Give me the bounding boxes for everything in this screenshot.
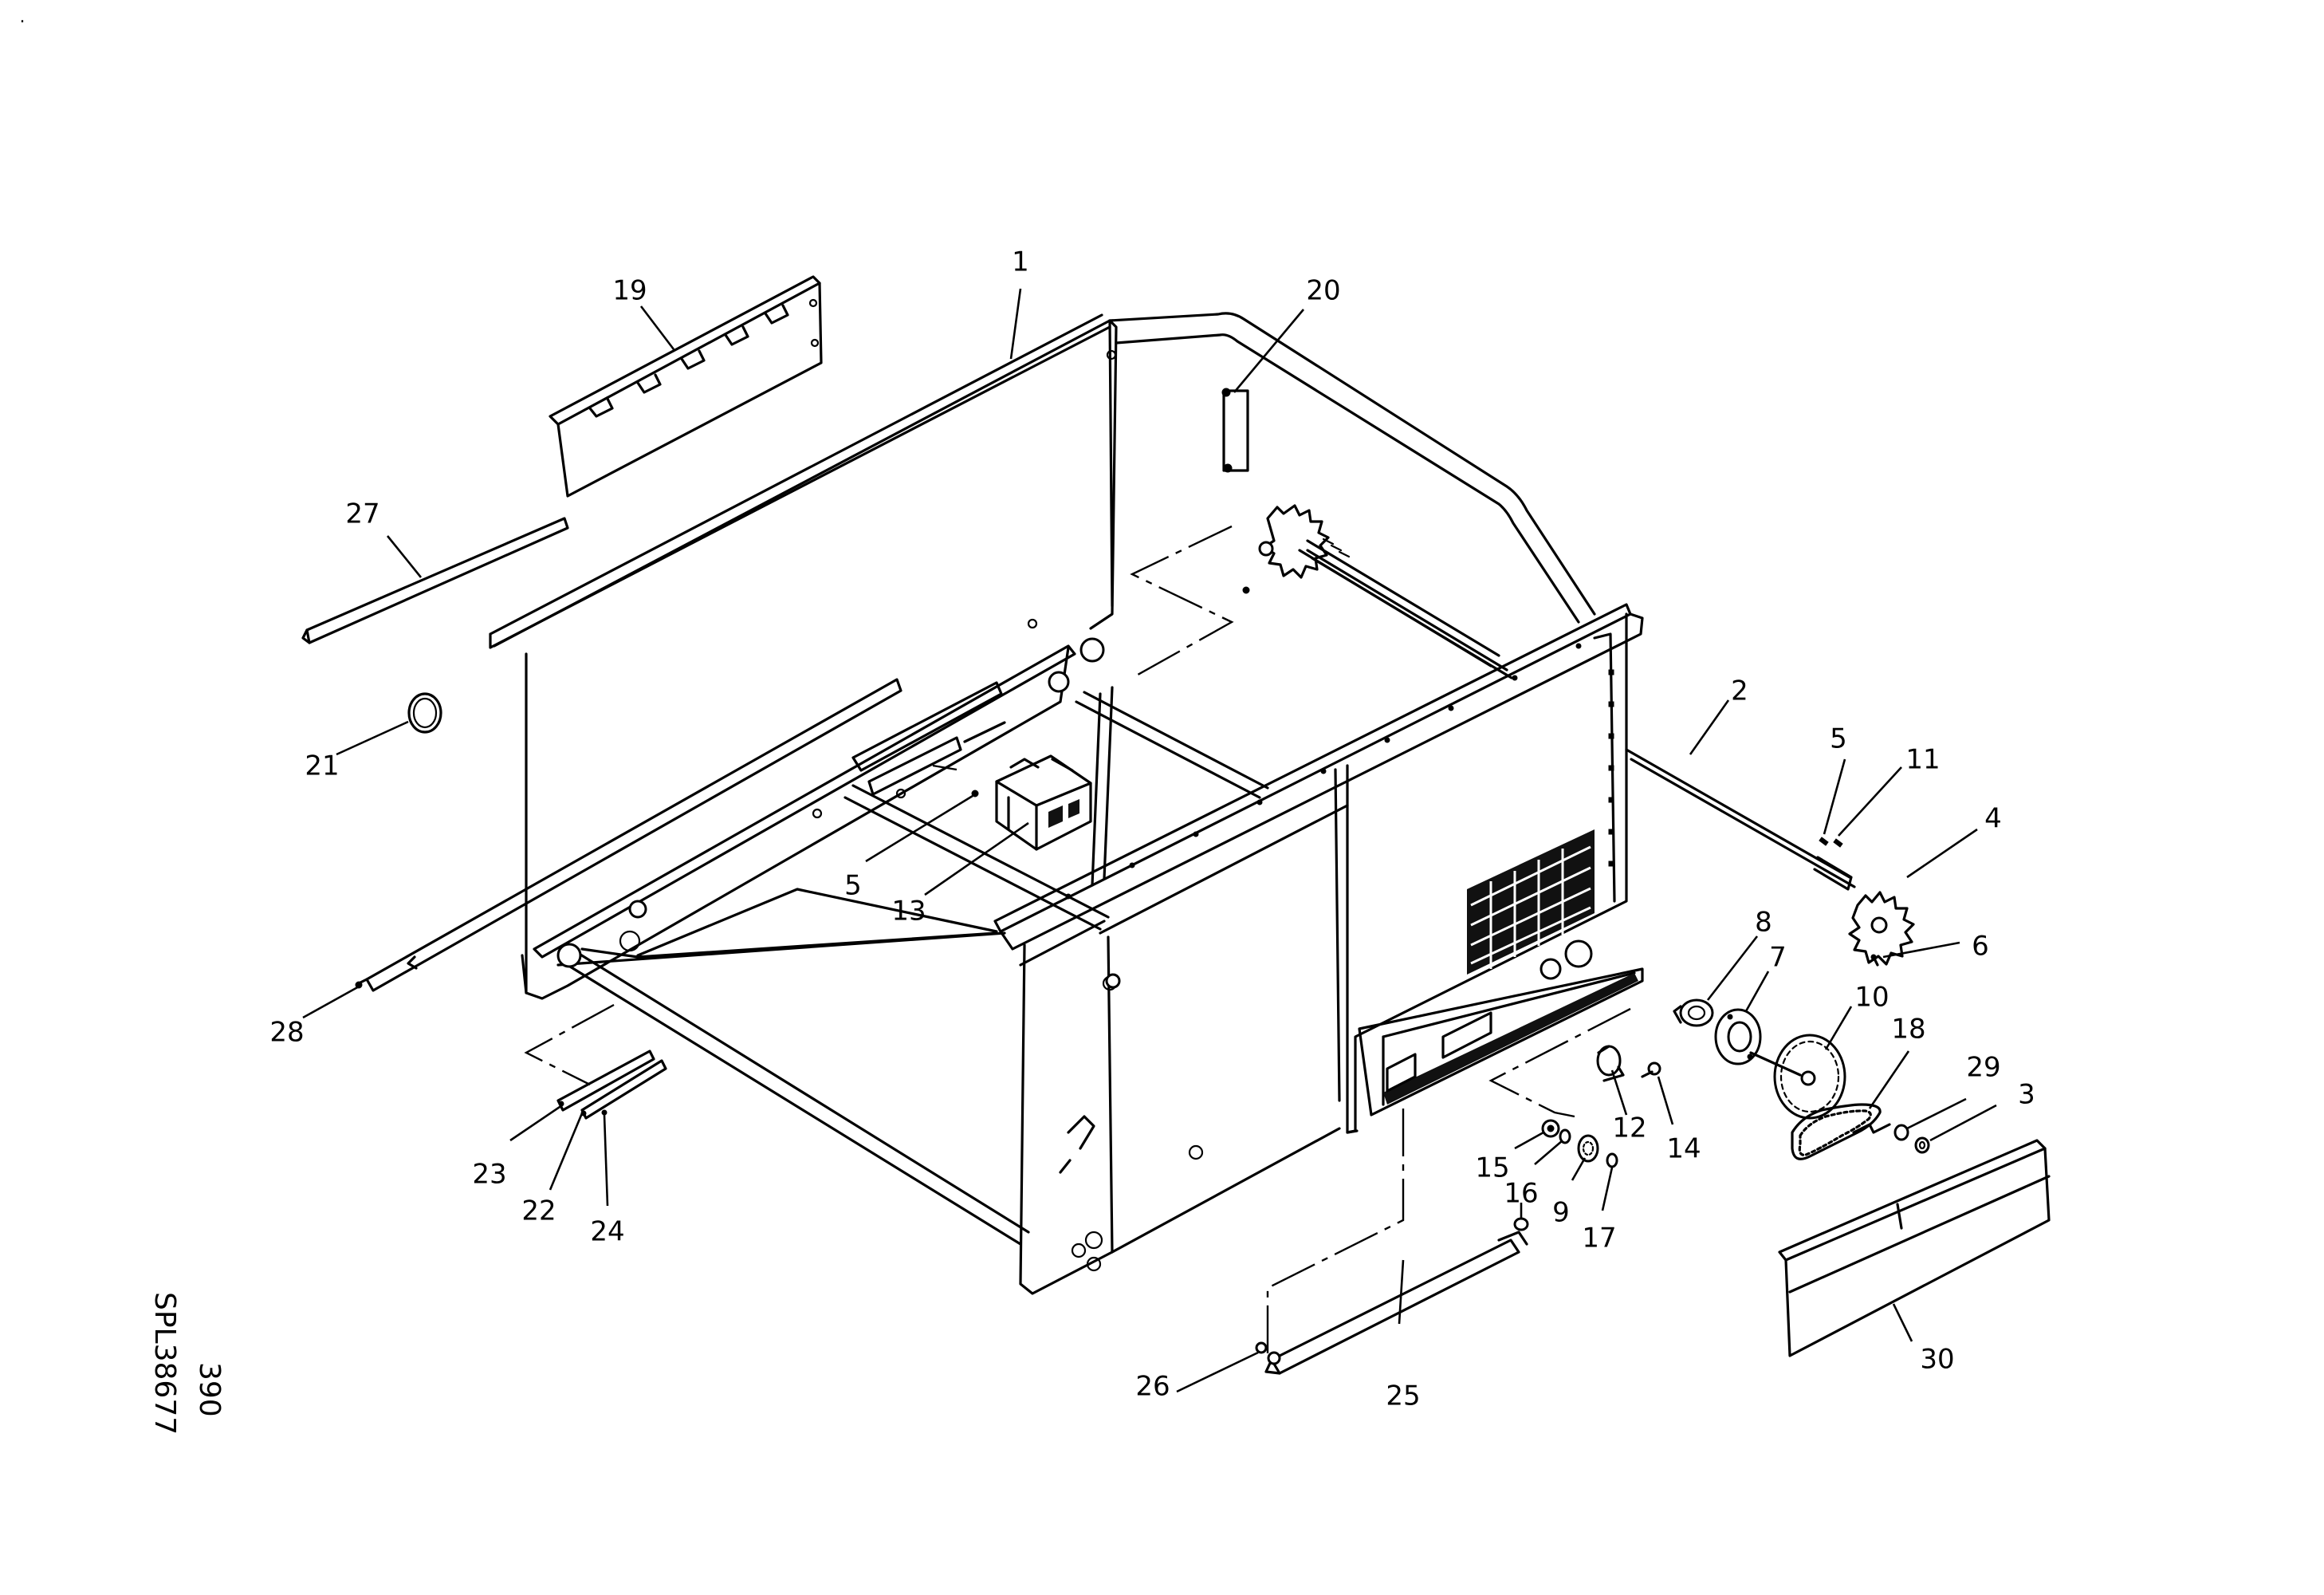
part-7-flange [1714,1008,1762,1065]
callout-19: 19 [612,275,647,307]
part-26-pin [1255,1341,1268,1354]
callout-22: 22 [521,1195,556,1227]
callout-10: 10 [1854,982,1889,1014]
callout-15: 15 [1475,1152,1509,1184]
callout-1: 1 [1012,246,1029,278]
part-8-bearing [1673,998,1714,1027]
part-22-23-24-strips [556,1050,667,1120]
part-13-actuator [995,754,1092,851]
part-16-washer [1559,1128,1571,1144]
part-30-cover [1778,1139,2051,1357]
part-14-screw [1641,1061,1661,1078]
callout-9: 9 [1552,1197,1570,1229]
callout-4: 4 [1984,803,2002,835]
part-16b-washer [1513,1217,1529,1231]
callout-11: 11 [1905,744,1940,776]
callout-23: 23 [472,1159,506,1191]
part-19-notched-plate [549,275,823,498]
part-25-bar [1264,1231,1528,1375]
callout-3: 3 [2018,1079,2035,1111]
part-6-pin [1870,954,1879,967]
callout-20: 20 [1306,275,1340,307]
callout-5-left: 5 [844,870,862,902]
callout-18: 18 [1891,1014,1925,1046]
callout-28: 28 [269,1017,304,1049]
callout-6: 6 [1972,931,1989,963]
callout-12: 12 [1612,1113,1646,1144]
part-10-large-sprocket [1749,1034,1846,1120]
part-5-pin-left [971,790,979,798]
callout-29: 29 [1966,1052,2000,1084]
part-21-o-ring [407,692,442,734]
part-18-chain [1791,1103,1891,1160]
callout-17: 17 [1582,1223,1616,1254]
callout-24: 24 [590,1216,624,1248]
upper-sprocket [1242,504,1513,679]
part-29-washer [1893,1124,1909,1141]
document-id-block: SPL38677 390 [148,1292,226,1435]
callout-14: 14 [1666,1133,1701,1165]
part-5-11-keys [1819,837,1843,848]
callout-8: 8 [1755,907,1772,939]
part-20-bracket [1221,388,1249,473]
part-3-washer [1914,1136,1930,1154]
part-15-nut [1541,1119,1560,1138]
callout-2: 2 [1731,675,1748,707]
corner-mark: . [20,7,26,27]
part-4-sprocket [1848,891,1915,966]
callout-25: 25 [1386,1380,1420,1412]
part-1-main-frame [489,312,1644,1295]
callout-13: 13 [891,896,926,927]
callout-16: 16 [1504,1178,1538,1210]
part-17-washer [1606,1152,1618,1168]
document-id: SPL38677 [148,1292,181,1435]
callout-labels: 1 20 19 27 21 28 5 13 2 5 11 4 6 8 7 10 … [269,246,2035,1412]
callout-7: 7 [1769,942,1787,974]
part-12-bushing [1596,1045,1625,1082]
part-27-strip [301,517,569,644]
callout-5-right: 5 [1830,723,1847,755]
callout-30: 30 [1920,1344,1954,1376]
leader-lines [302,288,1997,1393]
part-9-gear [1577,1134,1599,1163]
page-number: 390 [193,1362,226,1417]
callout-26: 26 [1135,1371,1170,1403]
callout-21: 21 [305,750,339,782]
assembly-centerlines [524,525,1631,1356]
part-2-shaft [1625,748,1856,891]
callout-27: 27 [345,498,379,530]
